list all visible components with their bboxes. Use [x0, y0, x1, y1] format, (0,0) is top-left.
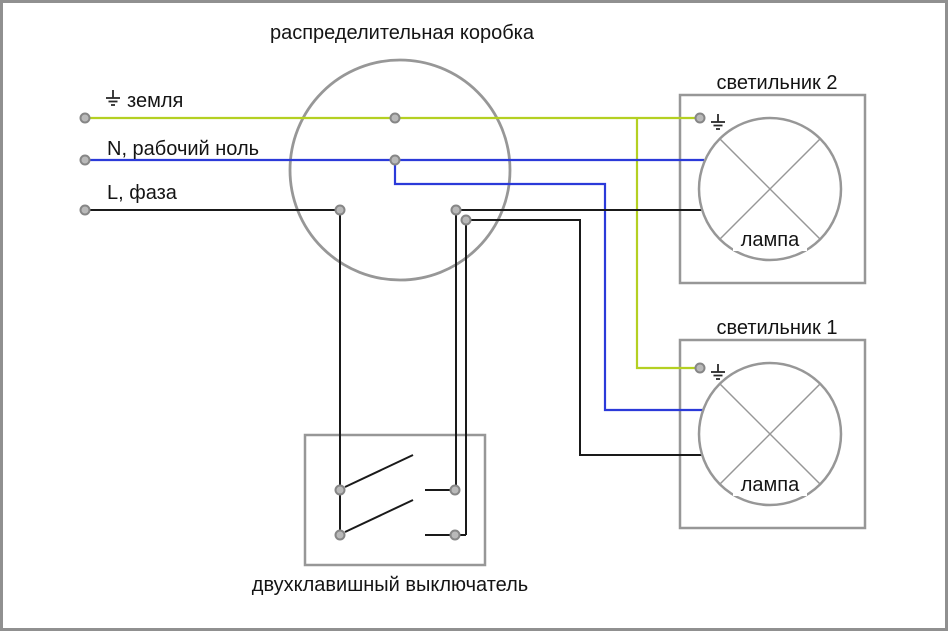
- switch-lever-1: [344, 454, 414, 488]
- neutral-line-label: N, рабочий ноль: [107, 138, 259, 160]
- terminal-fixture-1-ground: [694, 362, 706, 374]
- fixture-2-title: светильник 2: [717, 72, 838, 94]
- switch-internals: [344, 454, 450, 536]
- switch-terminal-2-in: [334, 529, 346, 541]
- lamp-1-cross: [719, 383, 821, 485]
- phase-wire: [85, 209, 704, 536]
- terminal-neutral-in: [79, 154, 91, 166]
- neutral-wire: [85, 158, 704, 412]
- lamp-2-cross: [719, 138, 821, 240]
- switch-terminal-2-out: [449, 529, 461, 541]
- lamp-2-label-bg: [733, 229, 807, 251]
- switch-title: двухклавишный выключатель: [252, 574, 528, 596]
- junction-ground: [389, 112, 401, 124]
- ground-wire-branch: [635, 118, 700, 370]
- phase-line-label: L, фаза: [107, 182, 178, 204]
- neutral-wire-branch: [393, 160, 704, 412]
- lamp-2-label: лампа: [741, 229, 800, 251]
- switch-terminal-1-in: [334, 484, 346, 496]
- lamp-1-feed: [466, 219, 704, 456]
- terminal-phase-in: [79, 204, 91, 216]
- junction-phase: [334, 204, 346, 216]
- terminal-fixture-2-ground: [694, 112, 706, 124]
- junction-return-1: [450, 204, 462, 216]
- ground-icon: [105, 89, 121, 106]
- phase-feed: [85, 209, 341, 535]
- lamp-1-label-bg: [733, 474, 807, 496]
- junction-return-2: [460, 214, 472, 226]
- switch-terminal-1-out: [449, 484, 461, 496]
- junction-neutral: [389, 154, 401, 166]
- junction-box-title: распределительная коробка: [270, 22, 535, 44]
- fixture-1-title: светильник 1: [717, 317, 838, 339]
- terminal-ground-in: [79, 112, 91, 124]
- lamp-1-label: лампа: [741, 474, 800, 496]
- junction-box-circle: [288, 58, 512, 282]
- terminals: [79, 112, 706, 541]
- switch-lever-2: [344, 499, 414, 533]
- ground-line-label: земля: [127, 90, 183, 112]
- lamps: [697, 116, 843, 507]
- switch-box: [303, 433, 487, 567]
